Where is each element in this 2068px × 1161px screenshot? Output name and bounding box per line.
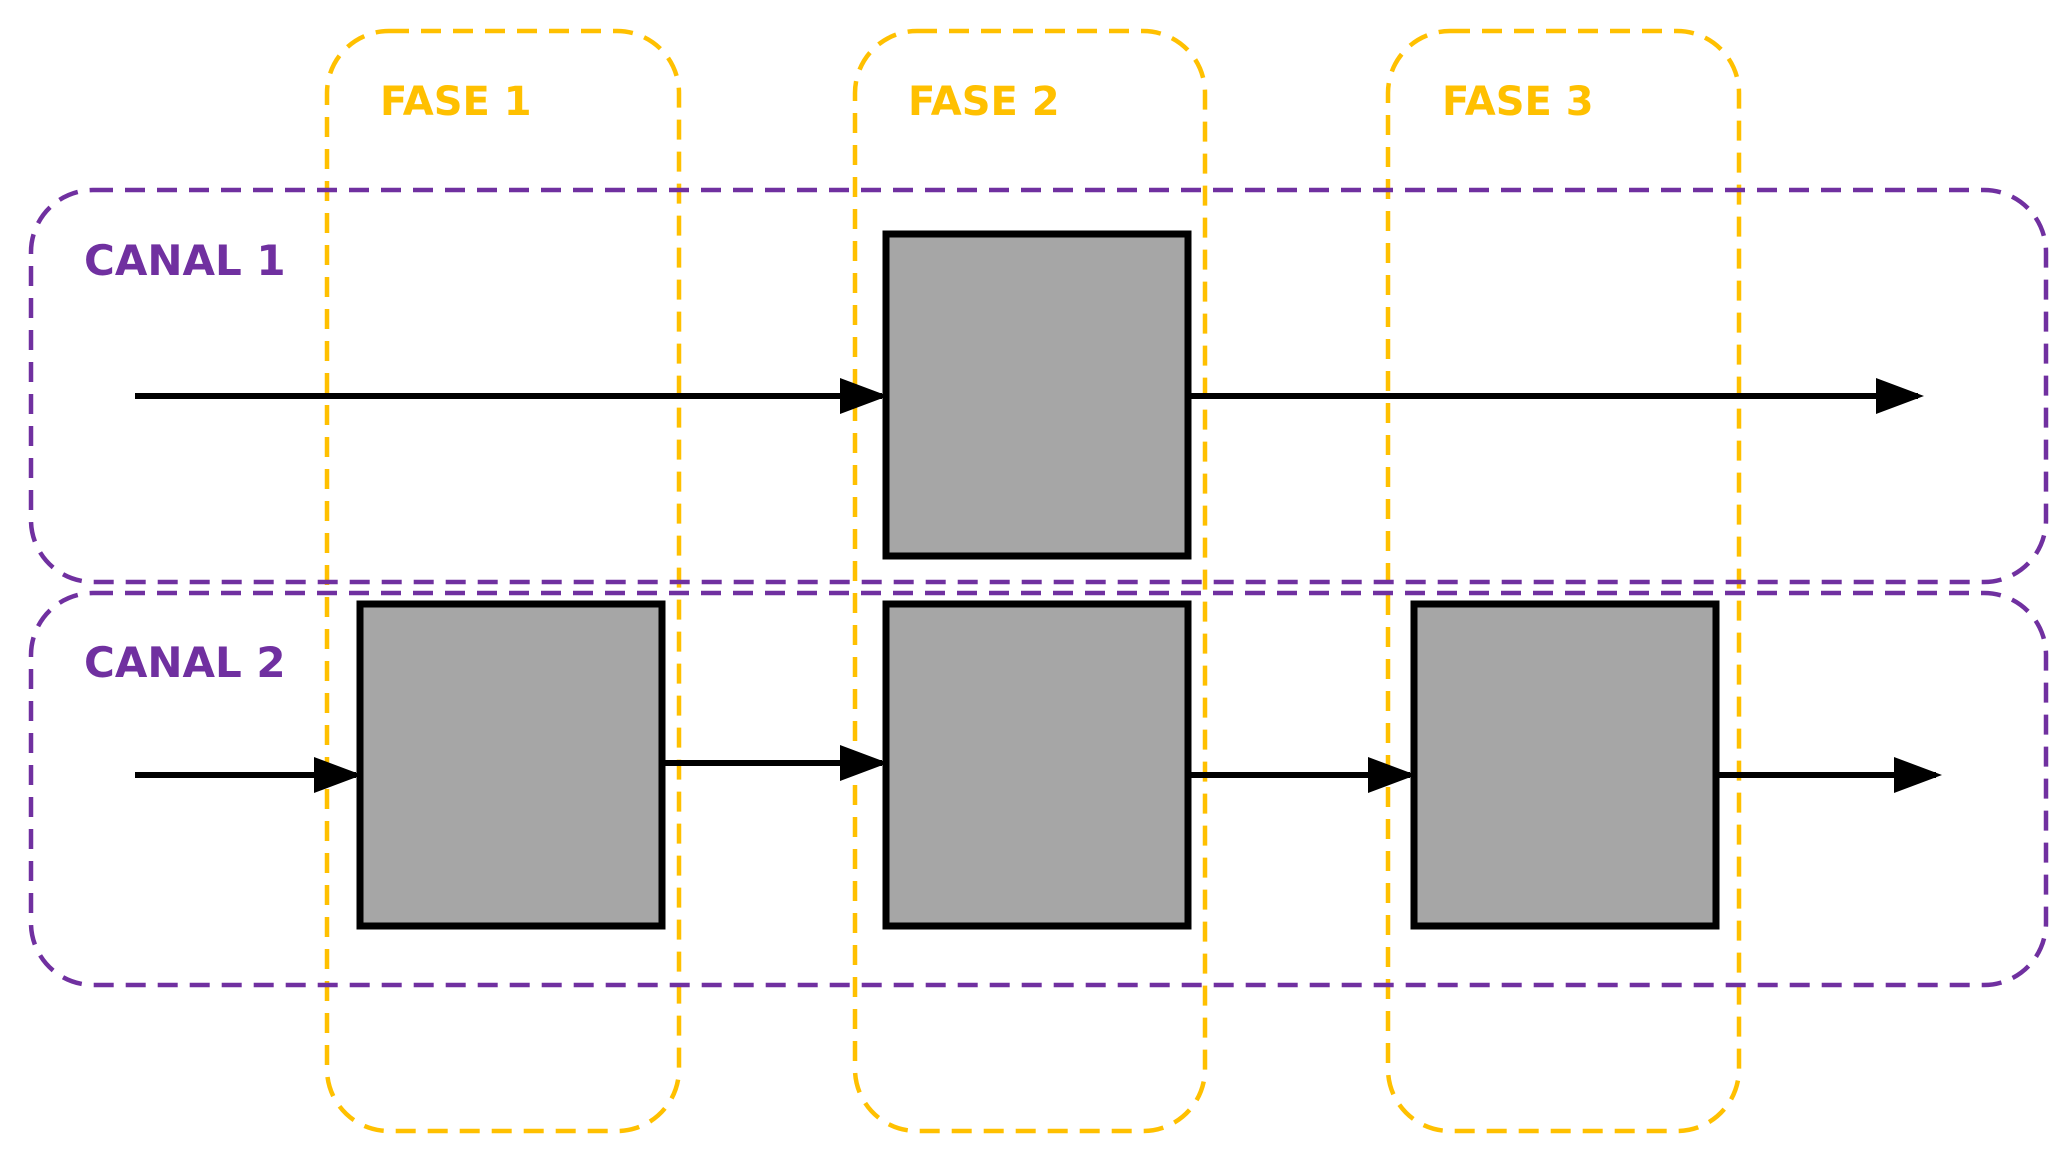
phase-2-frame [852,28,1208,1134]
channel-2-phase-3-block [1410,600,1720,930]
channel-2-frame [28,590,2049,988]
channel-1-frame [28,187,2049,585]
phase-1-frame [324,28,682,1134]
channel-2-label: CANAL 2 [84,638,286,687]
phase-3-label: FASE 3 [1442,79,1594,125]
phase-1-label: FASE 1 [380,79,532,125]
phase-2-label: FASE 2 [908,79,1060,125]
channel-1-phase-2-block [882,230,1192,560]
channel-1-label: CANAL 1 [84,236,286,285]
channel-2-phase-2-block [882,600,1192,930]
channel-2-phase-1-block [356,600,666,930]
